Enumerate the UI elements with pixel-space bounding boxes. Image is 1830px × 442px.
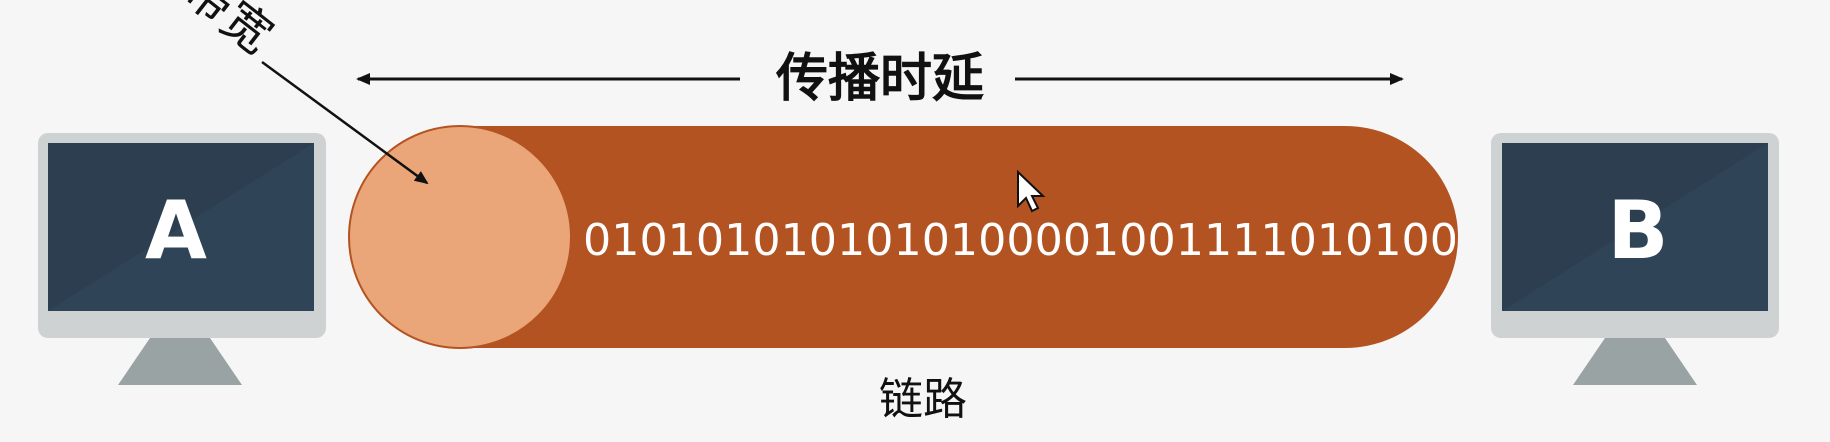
host-b-monitor: B <box>1491 133 1779 385</box>
host-b-screen-shade <box>1502 143 1768 311</box>
link-label: 链路 <box>879 374 967 425</box>
host-a-screen-shade <box>48 143 314 311</box>
propagation-delay-arrow: 传播时延 <box>356 49 1404 109</box>
bandwidth-label: 带宽 <box>173 0 283 65</box>
bandwidth-pointer <box>261 60 429 185</box>
host-a-monitor: A <box>38 133 326 385</box>
host-a-label: A <box>145 184 207 277</box>
link-body <box>460 126 1458 348</box>
host-b-stand <box>1573 338 1697 385</box>
link-cross-section <box>348 125 572 349</box>
propagation-delay-label: 传播时延 <box>775 49 984 109</box>
host-a-stand <box>118 338 242 385</box>
host-b-label: B <box>1608 184 1669 277</box>
link-pipe: 0101010101010100001001111010100 <box>348 125 1458 349</box>
bit-stream: 0101010101010100001001111010100 <box>583 215 1458 266</box>
mouse-cursor-icon <box>1017 169 1046 213</box>
